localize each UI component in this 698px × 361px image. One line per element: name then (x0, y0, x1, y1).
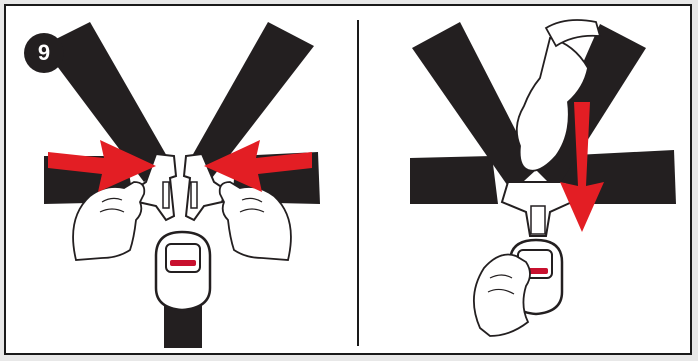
panel-left: 9 (6, 6, 355, 353)
tongue-slot (531, 206, 545, 234)
hip-strap-left (410, 156, 498, 204)
instruction-figure: 9 (4, 4, 692, 355)
sleeve-cuff (546, 20, 600, 46)
step-number-badge: 9 (24, 33, 64, 73)
tongue-slot-left (163, 182, 169, 208)
hand-bottom (474, 255, 530, 337)
panel-right (360, 6, 690, 353)
buckle-button-housing (166, 244, 200, 272)
tongue-slot-right (191, 182, 197, 208)
right-illustration (360, 6, 690, 353)
panel-divider (357, 20, 359, 346)
buckle-red-button (170, 260, 196, 266)
